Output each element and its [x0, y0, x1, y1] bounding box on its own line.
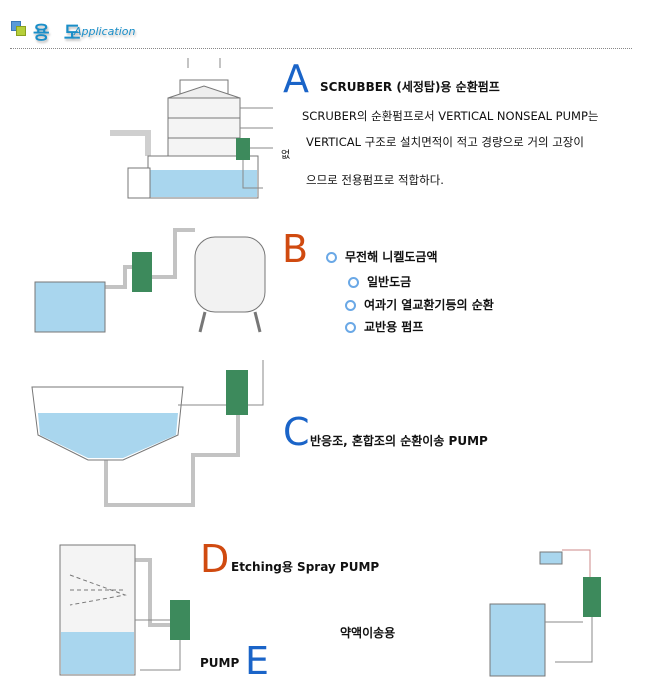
header-title: 용 도: [33, 23, 85, 44]
section-a-line-2: VERTICAL 구조로 설치면적이 적고 경량으로 거의 고장이: [306, 135, 584, 149]
item-label: 일반도금: [367, 275, 412, 289]
section-b-item-3: 여과기 열교환기등의 순환: [345, 296, 494, 313]
section-b-item-1: 무전해 니켈도금액: [326, 248, 438, 265]
bullet-icon: [345, 300, 356, 311]
item-label: 여과기 열교환기등의 순환: [364, 298, 494, 312]
etching-diagram: [59, 544, 190, 676]
bullet-icon: [348, 277, 359, 288]
section-d-letter: D: [200, 537, 230, 581]
section-b-item-4: 교반용 펌프: [345, 318, 423, 335]
section-c-letter: C: [283, 410, 310, 454]
bullet-icon: [326, 252, 337, 263]
section-a-line-1: SCRUBER의 순환펌프로서 VERTICAL NONSEAL PUMP는: [302, 109, 599, 123]
section-e-side-label: 약액이송용: [340, 626, 396, 640]
transfer-diagram: [489, 549, 601, 677]
section-d-title: Etching용 Spray PUMP: [231, 560, 380, 574]
plating-diagram: [34, 228, 266, 333]
bullet-icon: [345, 322, 356, 333]
section-a-letter: A: [283, 57, 309, 101]
scrubber-diagram: [110, 58, 273, 199]
section-b-item-2: 일반도금: [348, 273, 411, 290]
header-subtitle: Application: [74, 25, 136, 38]
section-e-title: PUMP: [200, 656, 240, 670]
section-a-title: SCRUBBER (세정탑)용 순환펌프: [320, 80, 500, 94]
item-label: 무전해 니켈도금액: [345, 250, 438, 264]
squares-icon: [11, 21, 26, 36]
item-label: 교반용 펌프: [364, 320, 424, 334]
section-a-line-3: 없: [281, 150, 291, 161]
section-e-letter: E: [245, 639, 270, 683]
section-a-line-4: 으므로 전용펌프로 적합하다.: [306, 173, 444, 187]
divider: [10, 48, 632, 49]
reactor-diagram: [31, 360, 264, 507]
section-c-title: 반응조, 혼합조의 순환이송 PUMP: [310, 434, 488, 448]
section-b-letter: B: [282, 227, 309, 271]
